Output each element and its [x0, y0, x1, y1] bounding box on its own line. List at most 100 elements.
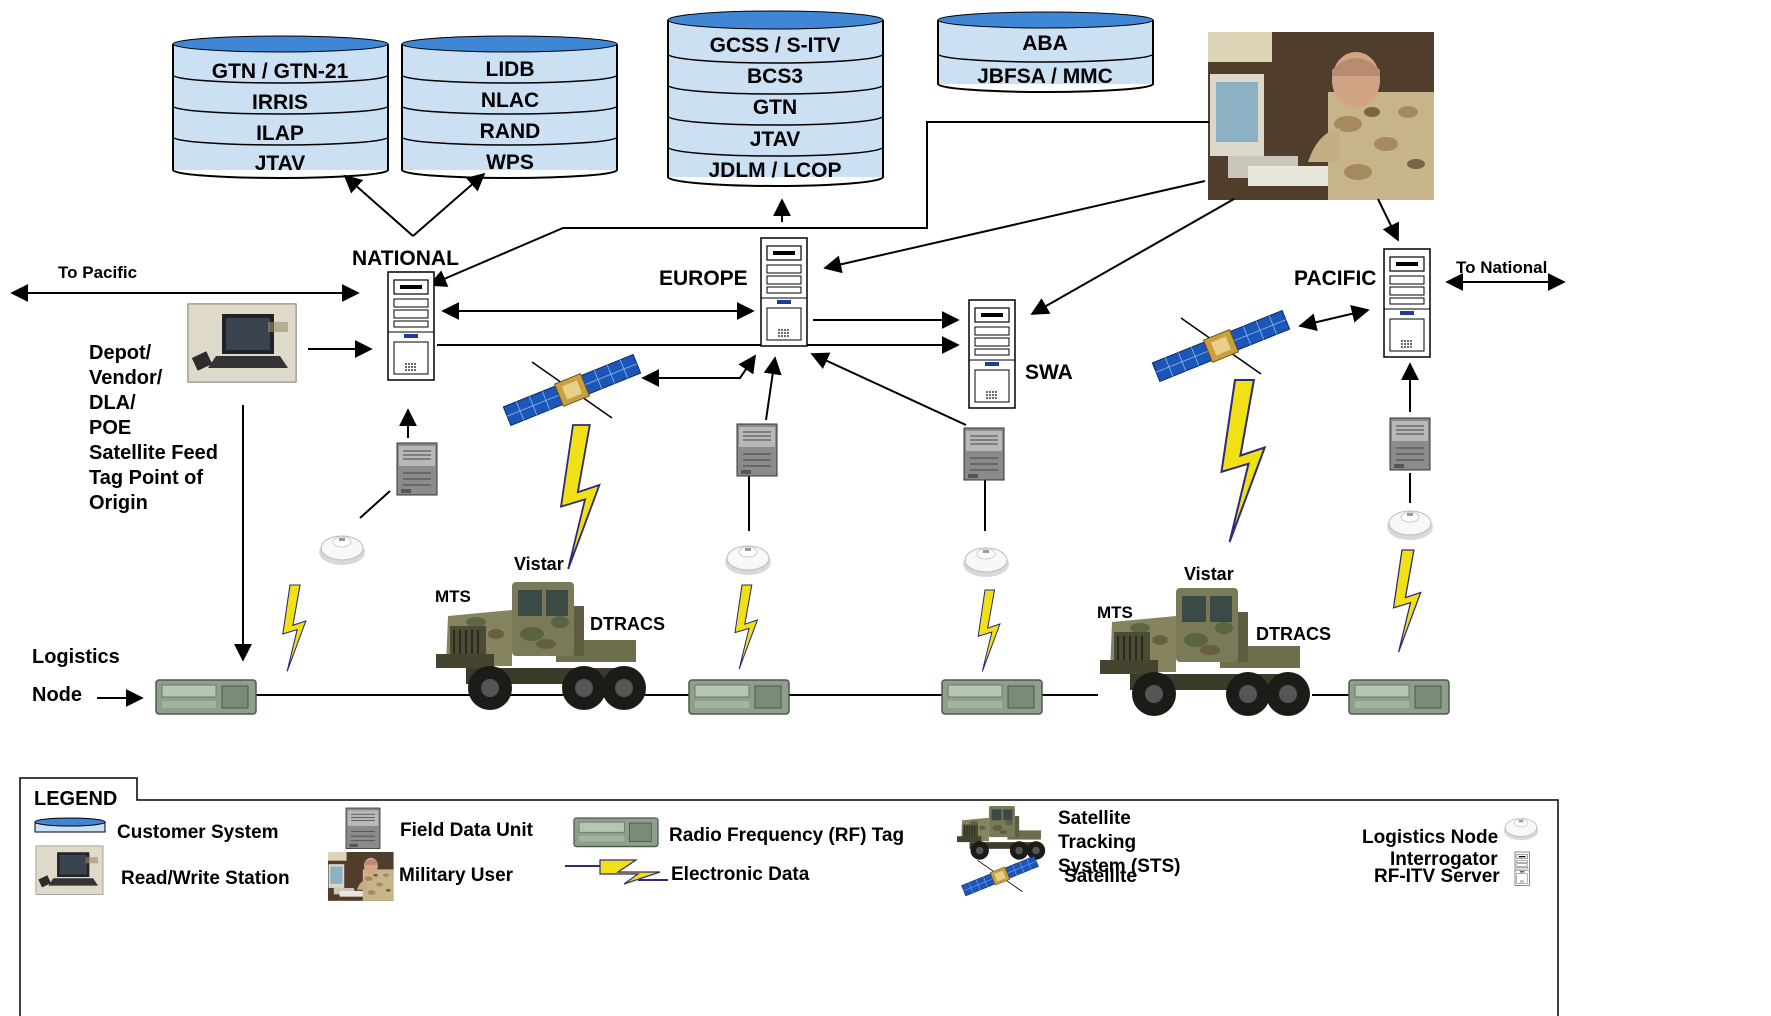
- db1-item: IRRIS: [252, 91, 308, 114]
- legend-satellite-label: Satellite: [1064, 866, 1137, 887]
- lightning-2: [560, 424, 601, 570]
- interrogator-dome-4: [1386, 510, 1434, 541]
- db3-item: GCSS / S-ITV: [710, 34, 841, 57]
- link-dome-fdu-1: [359, 490, 391, 519]
- legend-frame: [19, 777, 1559, 1016]
- depot-line: Origin: [89, 492, 148, 514]
- legend-satellite-icon: [960, 854, 1040, 898]
- field-data-unit-4: [1389, 417, 1431, 471]
- legend-military-user-icon: [328, 852, 394, 901]
- label-national: NATIONAL: [352, 247, 459, 270]
- lightning-3: [734, 584, 758, 670]
- arrow-national-to-db2: [412, 172, 486, 237]
- db1-item: ILAP: [256, 122, 304, 145]
- label-mts-2: MTS: [1097, 603, 1133, 622]
- legend-sts-line: Satellite: [1058, 808, 1131, 829]
- label-europe: EUROPE: [659, 267, 748, 290]
- arrow-user-to-swa: [1030, 198, 1235, 315]
- legend-rf-tag-icon: [573, 817, 659, 848]
- arrow-national-to-db1: [343, 174, 414, 237]
- db2-item: RAND: [480, 120, 541, 143]
- lightning-1: [282, 584, 307, 672]
- database-cylinder: [667, 10, 884, 187]
- label-pacific: PACIFIC: [1294, 267, 1376, 290]
- field-data-unit-1: [396, 442, 438, 496]
- legend-field-data-unit-label: Field Data Unit: [400, 820, 534, 841]
- db3-item: JTAV: [750, 128, 801, 151]
- read-write-station: [187, 303, 297, 383]
- legend-read-write-station-label: Read/Write Station: [121, 868, 290, 889]
- rf-tag-2: [688, 679, 790, 715]
- db1-item: JTAV: [255, 152, 306, 175]
- legend-sts-icon: [956, 805, 1046, 861]
- legend-interrogator-icon: [1503, 818, 1539, 841]
- arrow-user-to-europe: [823, 180, 1206, 274]
- depot-line: POE: [89, 417, 131, 439]
- interrogator-dome-3: [962, 547, 1010, 578]
- label-dtracs-1: DTRACS: [590, 614, 665, 634]
- depot-line: Vendor/: [89, 367, 163, 389]
- database-group-national-right: LIDB NLAC RAND WPS: [401, 35, 618, 179]
- arrow-fdu-to-europe-2: [810, 352, 967, 426]
- rf-tag-4: [1348, 679, 1450, 715]
- lightning-6: [1392, 549, 1422, 653]
- label-vistar-2: Vistar: [1184, 564, 1234, 584]
- legend-interrogator-line: Interrogator: [1390, 849, 1498, 870]
- label-mts-1: MTS: [435, 587, 471, 606]
- server-europe: [760, 237, 808, 347]
- db3-item: GTN: [753, 96, 797, 119]
- depot-line: Depot/: [89, 342, 152, 364]
- db3-item: JDLM / LCOP: [708, 159, 841, 182]
- label-logistics: Logistics: [32, 646, 120, 668]
- depot-line: Tag Point of: [89, 467, 203, 489]
- label-node: Node: [32, 684, 82, 706]
- server-swa: [968, 299, 1016, 409]
- satellite-2: [1150, 307, 1292, 385]
- database-cylinder: [172, 35, 389, 179]
- db4-item: JBFSA / MMC: [977, 65, 1113, 88]
- database-group-swa: ABA JBFSA / MMC: [937, 11, 1154, 93]
- arrow-fdu-to-europe: [763, 356, 782, 421]
- arrow-user-to-national: [428, 121, 1209, 287]
- db2-item: NLAC: [481, 89, 539, 112]
- field-data-unit-3: [963, 427, 1005, 481]
- lightning-4: [977, 589, 1001, 673]
- legend-rf-itv-server-icon: [1514, 851, 1530, 886]
- rf-tag-1: [155, 679, 257, 715]
- db4-item: ABA: [1022, 32, 1068, 55]
- arrow-user-to-pacific: [1377, 198, 1399, 242]
- database-group-europe: GCSS / S-ITV BCS3 GTN JTAV JDLM / LCOP: [667, 10, 884, 187]
- server-national: [387, 271, 435, 381]
- database-cylinder: [937, 11, 1154, 93]
- depot-line: Satellite Feed: [89, 442, 218, 464]
- legend-logistics-node-line: Logistics Node: [1362, 827, 1498, 848]
- satellite-1: [501, 351, 643, 429]
- db3-item: BCS3: [747, 65, 803, 88]
- interrogator-dome-1: [318, 535, 366, 566]
- legend-sts-line: Tracking: [1058, 832, 1136, 853]
- server-pacific: [1383, 248, 1431, 358]
- arrow-satellite-pacific: [1298, 304, 1370, 332]
- legend-field-data-unit-icon: [345, 807, 381, 849]
- legend-sts-line: System (STS): [1058, 856, 1180, 877]
- lightning-5: [1220, 378, 1266, 544]
- legend-title: LEGEND: [34, 788, 117, 810]
- depot-label: Depot/ Vendor/ DLA/ POE Satellite Feed T…: [89, 342, 218, 514]
- label-dtracs-2: DTRACS: [1256, 624, 1331, 644]
- db2-item: LIDB: [486, 58, 535, 81]
- arrow-satellite-europe: [641, 354, 757, 387]
- field-data-unit-2: [736, 423, 778, 477]
- database-cylinder: [401, 35, 618, 179]
- legend-customer-system-label: Customer System: [117, 822, 279, 843]
- legend: LEGEND Customer System Read/Write Statio…: [19, 777, 1559, 1016]
- legend-customer-system-icon: [34, 817, 106, 833]
- legend-read-write-station-icon: [35, 845, 104, 895]
- connections: [10, 121, 1566, 707]
- label-swa: SWA: [1025, 361, 1073, 384]
- label-to-national: To National: [1456, 258, 1547, 277]
- interrogator-dome-2: [724, 545, 772, 576]
- label-to-pacific: To Pacific: [58, 263, 137, 282]
- depot-line: DLA/: [89, 392, 136, 414]
